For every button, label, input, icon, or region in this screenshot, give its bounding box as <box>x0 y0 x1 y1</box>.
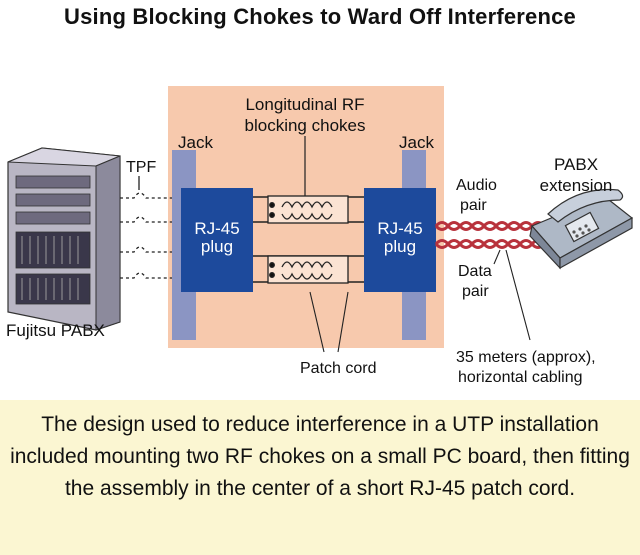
jack-left-label: Jack <box>178 133 213 152</box>
patch-cord-pointer-right <box>337 291 349 353</box>
data-pair-label-1: Data <box>458 263 492 280</box>
data-pair-pointer <box>493 249 501 265</box>
pabx-extension-label-2: extension <box>540 176 613 195</box>
choke-coil-lower <box>267 255 349 284</box>
figure-title: Using Blocking Chokes to Ward Off Interf… <box>63 4 576 29</box>
cabling-label-2: horizontal cabling <box>458 369 583 386</box>
caption-text: The design used to reduce interference i… <box>10 413 630 500</box>
jack-right-label: Jack <box>399 133 434 152</box>
caption-panel: The design used to reduce interference i… <box>0 400 640 555</box>
choke-coil-upper <box>267 195 349 224</box>
choke-diagram: RJ-45 plug RJ-45 plug Longitudinal RF bl… <box>6 86 634 386</box>
telephone-icon <box>529 188 634 270</box>
data-pair-label-2: pair <box>462 283 489 300</box>
pabx-extension-label-1: PABX <box>554 155 598 174</box>
fujitsu-pabx-label: Fujitsu PABX <box>6 321 105 340</box>
audio-pair-label-1: Audio <box>456 177 497 194</box>
patch-cord-pointer-left <box>309 291 325 353</box>
cabling-pointer <box>505 249 531 341</box>
patch-cord-label: Patch cord <box>300 360 376 377</box>
rj45-plug-right <box>364 188 436 292</box>
chokes-label-2: blocking chokes <box>245 116 366 135</box>
cabling-label-1: 35 meters (approx), <box>456 349 596 366</box>
rj45-left-label-1: RJ-45 <box>194 219 239 238</box>
rj45-left-label-2: plug <box>201 237 233 256</box>
tpf-wiring <box>120 176 172 279</box>
rj45-right-label-1: RJ-45 <box>377 219 422 238</box>
chokes-label-1: Longitudinal RF <box>245 95 364 114</box>
data-pair-cable <box>434 239 575 249</box>
rj45-right-label-2: plug <box>384 237 416 256</box>
audio-pair-label-2: pair <box>460 197 487 214</box>
rj45-plug-left <box>181 188 253 292</box>
tpf-label: TPF <box>126 159 156 176</box>
pabx-cabinet <box>7 147 121 331</box>
